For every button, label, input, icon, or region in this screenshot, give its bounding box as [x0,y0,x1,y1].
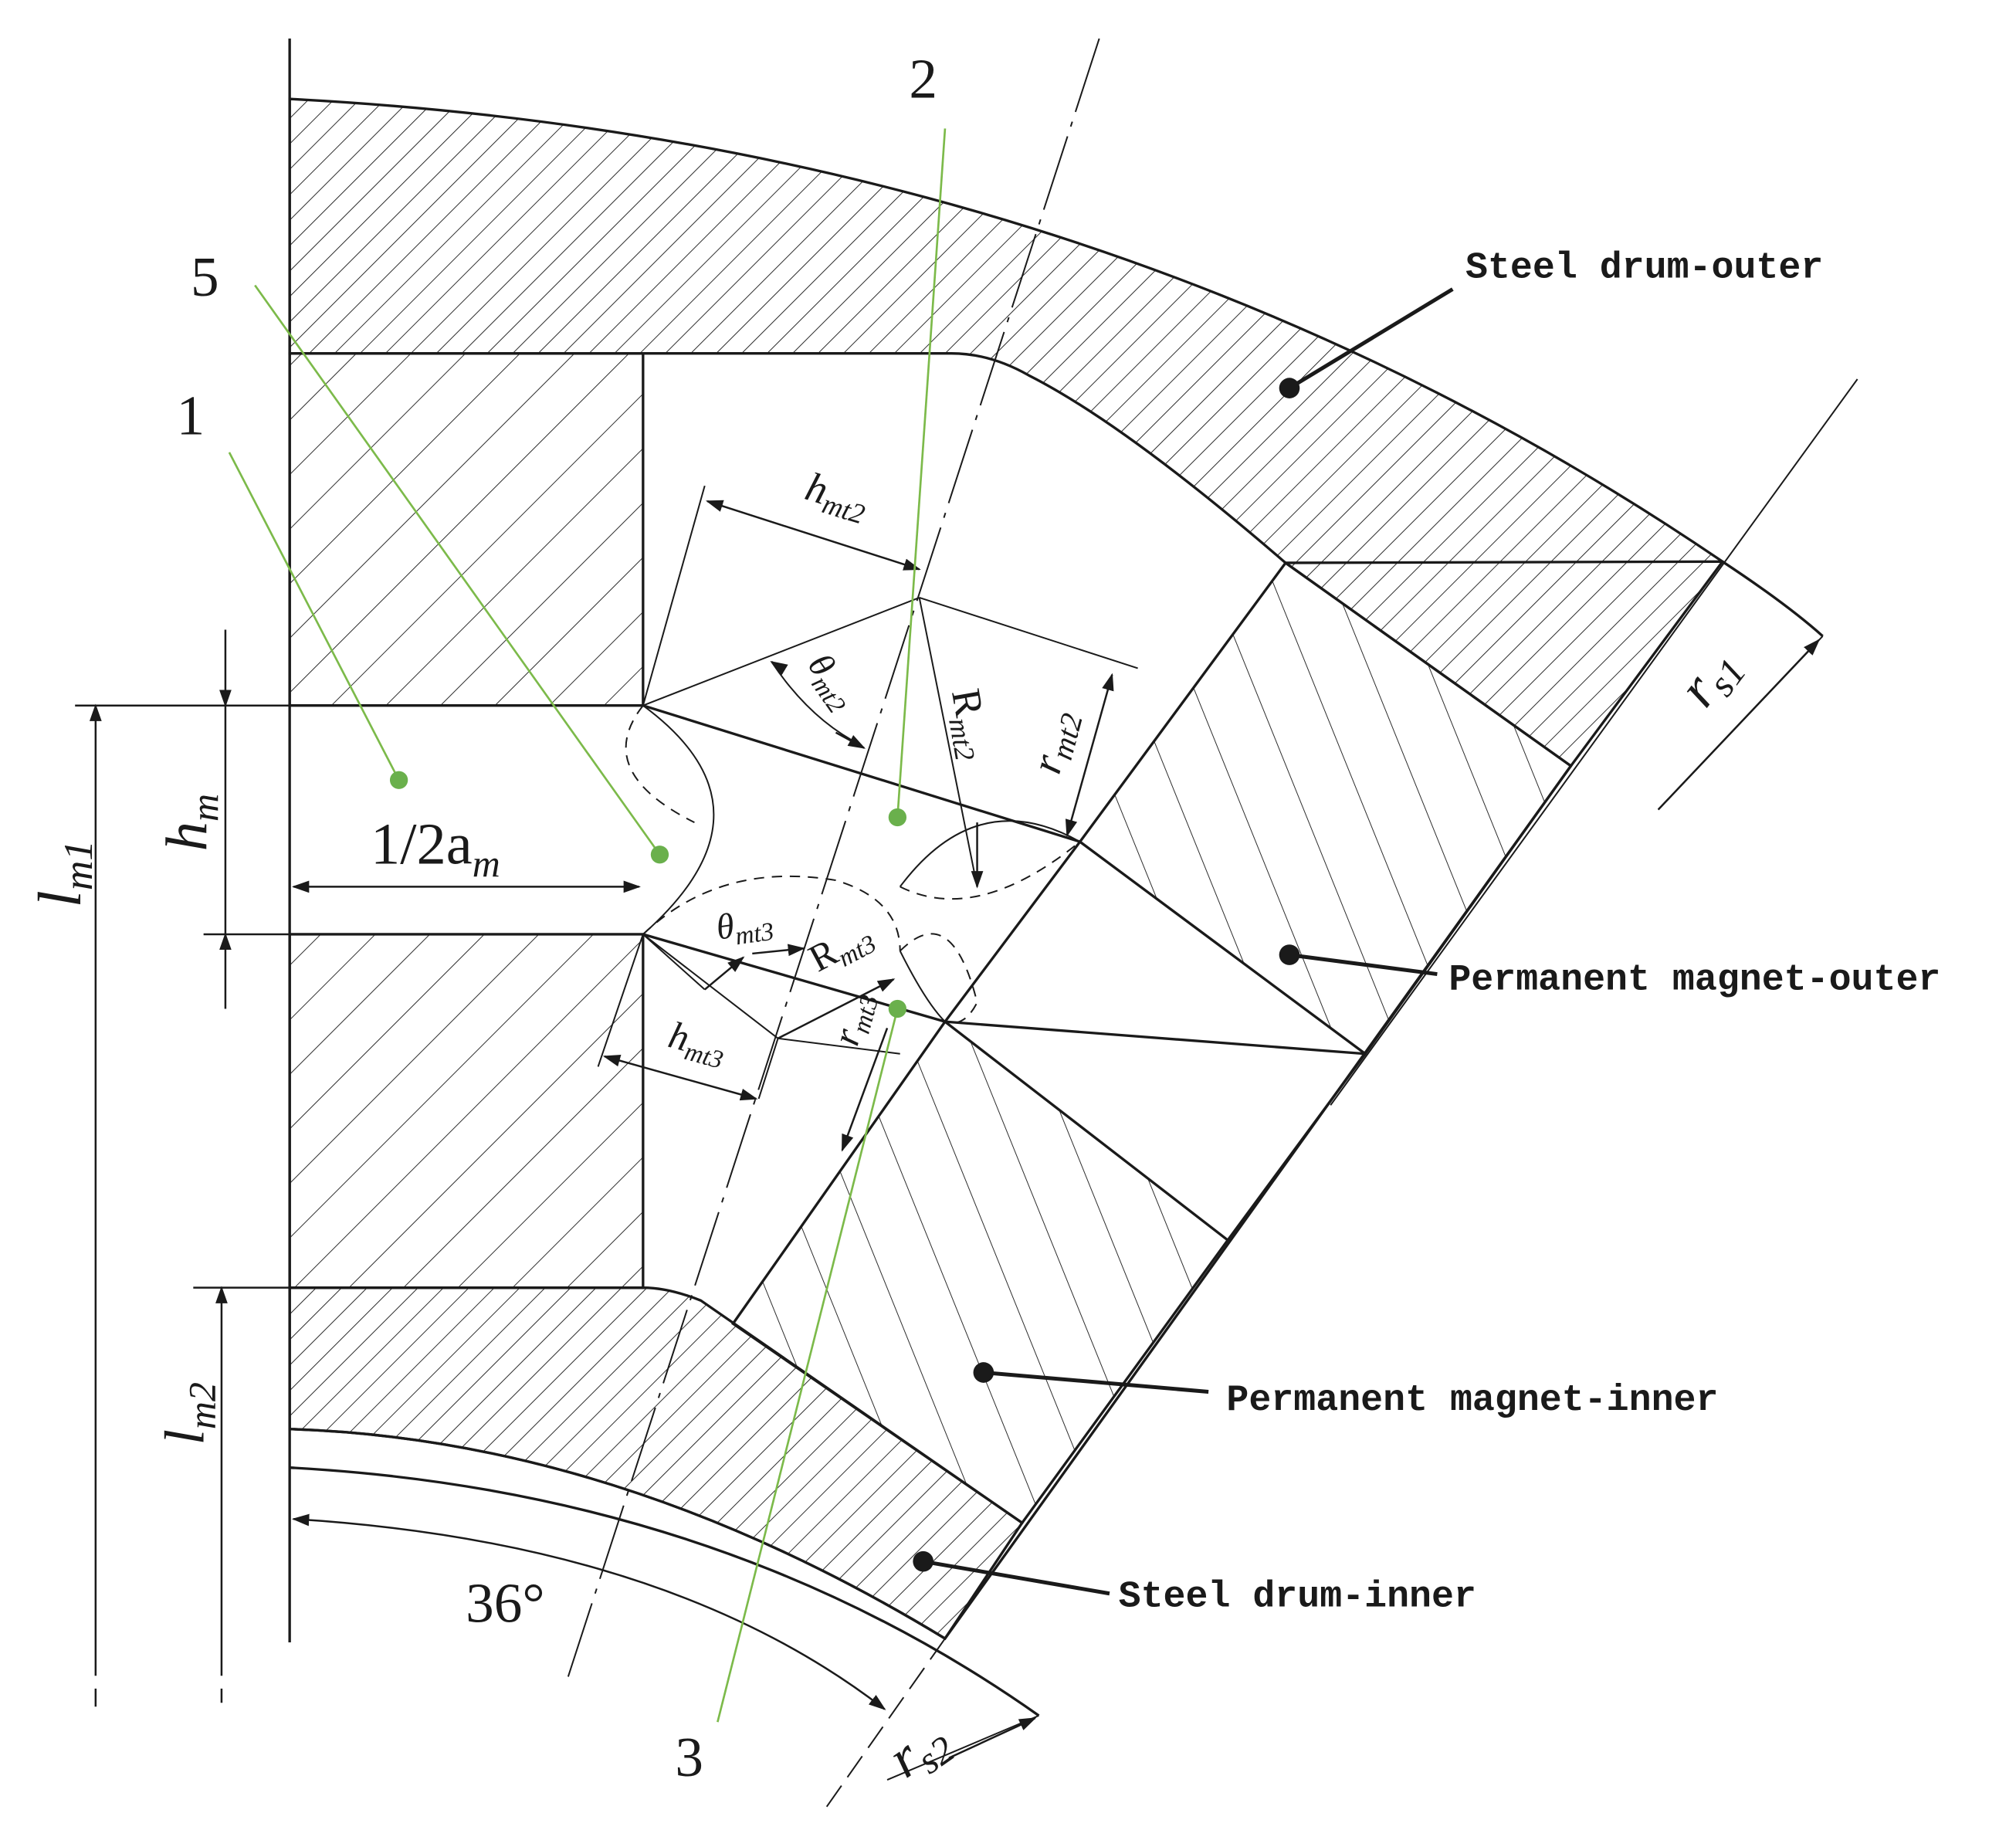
label-permanent-magnet-inner: Permanent magnet-inner [1226,1380,1718,1422]
dim-label-h-m: hm [154,794,226,851]
dim-label-r-s2: rs2 [876,1706,962,1794]
label-steel-drum-outer: Steel drum-outer [1465,247,1823,289]
steel-drum-outer [288,97,1725,768]
svg-text:rs2: rs2 [876,1706,962,1794]
svg-text:θmt3: θmt3 [713,900,775,954]
dim-label-h-mt3: hmt3 [663,1014,731,1075]
label-steel-drum-inner: Steel drum-inner [1119,1576,1476,1618]
leader-lines-green [228,128,947,1723]
callout-1: 1 [177,385,205,447]
leader-lines-black [923,287,1454,1596]
magnetic-pole-upper [288,352,645,707]
callout-5: 5 [191,246,219,308]
svg-text:hmt2: hmt2 [799,464,874,530]
dim-label-R-mt2: Rmt2 [938,686,1000,763]
callout-2: 2 [909,47,937,110]
svg-text:θmt2: θmt2 [795,646,865,718]
dim-label-r-mt2: rmt2 [1022,705,1089,780]
dimension-lines [75,500,1821,1759]
svg-text:lm1: lm1 [26,840,101,907]
notch-construction-mt2 [625,485,1138,935]
leader-dots-green [389,771,907,1018]
leader-dots-black [913,378,1300,1572]
svg-text:rs1: rs1 [1665,635,1754,721]
dim-label-r-s1: rs1 [1665,635,1754,721]
svg-text:lm2: lm2 [154,1382,224,1445]
label-permanent-magnet-outer: Permanent magnet-outer [1448,960,1940,1001]
svg-text:hmt3: hmt3 [663,1014,731,1075]
svg-text:Rmt3: Rmt3 [801,913,881,985]
dim-label-half-a-m: 1/2am [371,811,500,885]
magnetic-pole-lower [288,933,645,1289]
svg-text:Rmt2: Rmt2 [938,686,1000,763]
dim-label-theta-mt2: θmt2 [795,646,865,718]
dim-label-R-mt3: Rmt3 [801,913,881,985]
permanent-magnet-inner [731,1019,1230,1525]
svg-text:rmt2: rmt2 [1022,705,1089,780]
dim-label-l-m2: lm2 [154,1382,224,1445]
callout-3: 3 [675,1726,703,1788]
svg-text:hm: hm [154,794,226,851]
dim-label-theta-mt3: θmt3 [713,900,775,954]
dim-label-l-m1: lm1 [26,840,101,907]
dim-label-angle: 36° [466,1571,545,1634]
dim-label-h-mt2: hmt2 [799,464,874,530]
